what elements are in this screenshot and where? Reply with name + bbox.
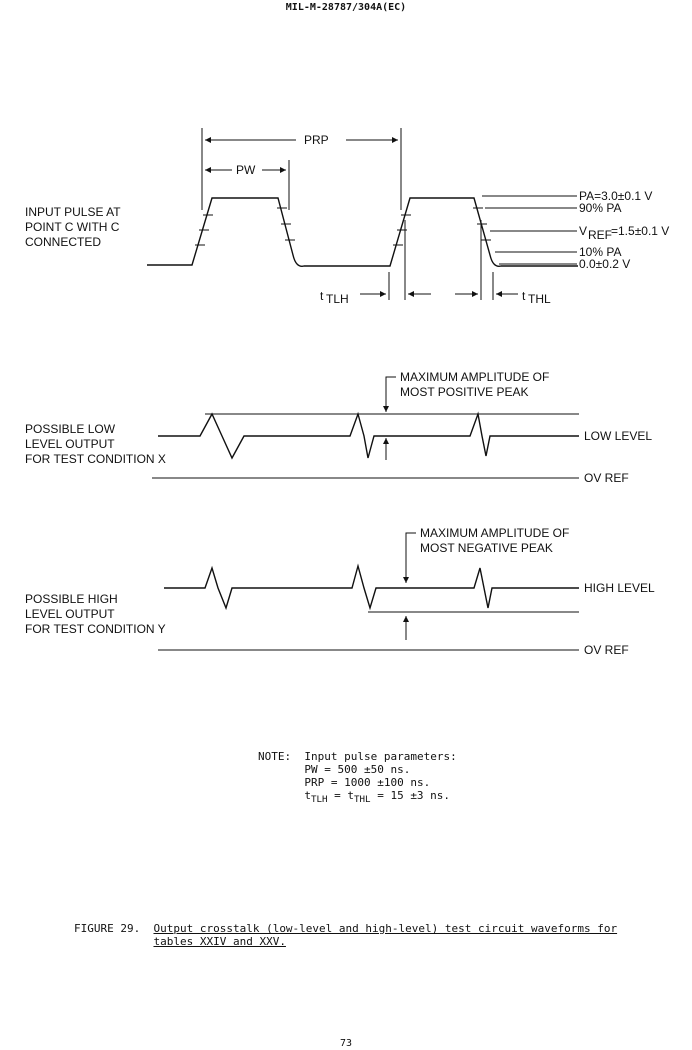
caption-line-1: Output crosstalk (low-level and high-lev…: [153, 922, 618, 935]
thl-label: THL: [528, 292, 551, 306]
low-ov-ref-label: OV REF: [584, 471, 629, 485]
pa-level-label: PA=3.0±0.1 V: [579, 189, 652, 203]
note-tlh-sub: TLH: [310, 794, 328, 806]
pw-dimension: PW: [205, 163, 286, 177]
note-prp: PRP = 1000 ±100 ns.: [304, 776, 431, 789]
figure-caption: FIGURE 29. Output crosstalk (low-level a…: [74, 922, 674, 948]
vref-subscript: REF: [588, 228, 612, 242]
input-pulse-waveform: [147, 197, 578, 267]
pw-label: PW: [236, 163, 256, 177]
high-label-line-1: POSSIBLE HIGH: [25, 592, 118, 606]
low-label-line-1: POSSIBLE LOW: [25, 422, 116, 436]
prp-dimension: PRP: [205, 133, 398, 147]
thl-dimension: t THL: [455, 289, 551, 306]
low-level-label: LOW LEVEL: [584, 429, 652, 443]
input-label-line-1: INPUT PULSE AT: [25, 205, 121, 219]
vref-value: =1.5±0.1 V: [611, 224, 669, 238]
low-peak-callout: MAXIMUM AMPLITUDE OF MOST POSITIVE PEAK: [383, 370, 549, 460]
crosstalk-waveform-diagram: INPUT PULSE AT POINT C WITH C CONNECTED …: [25, 128, 669, 657]
edge-tick-marks: [195, 207, 491, 246]
vref-prefix: V: [579, 224, 587, 238]
high-level-label: HIGH LEVEL: [584, 581, 655, 595]
low-label-line-2: LEVEL OUTPUT: [25, 437, 115, 451]
zero-level-label: 0.0±0.2 V: [579, 257, 630, 271]
level-callout-lines: [482, 195, 577, 265]
tlh-dimension: t TLH: [320, 289, 431, 306]
tlh-label: TLH: [326, 292, 349, 306]
low-label-line-3: FOR TEST CONDITION X: [25, 452, 166, 466]
prp-label: PRP: [304, 133, 329, 147]
high-label-line-2: LEVEL OUTPUT: [25, 607, 115, 621]
high-peak-callout: MAXIMUM AMPLITUDE OF MOST NEGATIVE PEAK: [403, 526, 569, 640]
note-title: Input pulse parameters:: [304, 750, 457, 763]
input-label-line-2: POINT C WITH C: [25, 220, 120, 234]
ten-percent-label: 10% PA: [579, 245, 621, 259]
document-id: MIL-M-28787/304A(EC): [285, 2, 407, 13]
high-peak-label-2: MOST NEGATIVE PEAK: [420, 541, 553, 555]
figure-number: FIGURE 29.: [74, 922, 141, 935]
level-labels: PA=3.0±0.1 V 90% PA V REF =1.5±0.1 V 10%…: [579, 189, 669, 271]
tlh-prefix: t: [320, 289, 324, 303]
low-output-label: POSSIBLE LOW LEVEL OUTPUT FOR TEST CONDI…: [25, 422, 166, 466]
high-output-label: POSSIBLE HIGH LEVEL OUTPUT FOR TEST COND…: [25, 592, 166, 636]
caption-line-2: tables XXIV and XXV.: [153, 935, 286, 948]
low-peak-label-2: MOST POSITIVE PEAK: [400, 385, 528, 399]
note-block: NOTE: Input pulse parameters: PW = 500 ±…: [258, 750, 457, 806]
page-number: 73: [339, 1038, 353, 1049]
note-t-prefix: t: [304, 789, 311, 802]
high-label-line-3: FOR TEST CONDITION Y: [25, 622, 166, 636]
high-level-waveform: [164, 563, 579, 611]
note-pw: PW = 500 ±50 ns.: [304, 763, 411, 776]
note-t-mid: = t: [327, 789, 355, 802]
timing-reference-lines: [201, 128, 494, 300]
note-thl-sub: THL: [354, 794, 371, 806]
low-level-waveform: [158, 411, 579, 460]
thl-prefix: t: [522, 289, 526, 303]
high-peak-label-1: MAXIMUM AMPLITUDE OF: [420, 526, 569, 540]
high-ov-ref-label: OV REF: [584, 643, 629, 657]
note-prefix: NOTE:: [258, 750, 292, 763]
note-t-value: = 15 ±3 ns.: [370, 789, 451, 802]
ninety-percent-label: 90% PA: [579, 201, 621, 215]
low-peak-label-1: MAXIMUM AMPLITUDE OF: [400, 370, 549, 384]
input-label-line-3: CONNECTED: [25, 235, 101, 249]
input-pulse-label: INPUT PULSE AT POINT C WITH C CONNECTED: [25, 205, 121, 249]
